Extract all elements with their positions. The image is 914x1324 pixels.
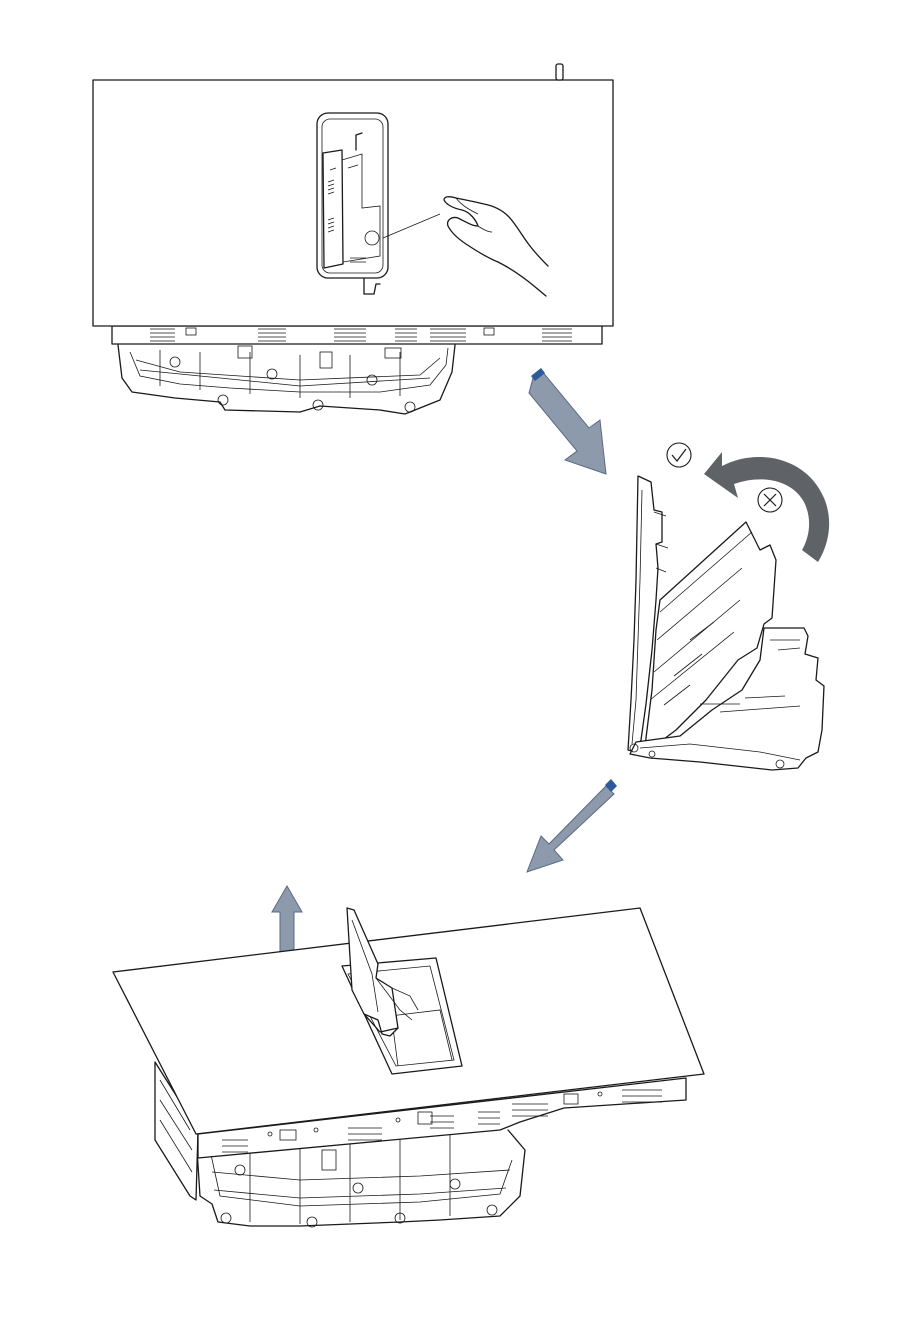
- hob-vent-strip: [112, 326, 602, 344]
- x-circle-icon: [758, 488, 782, 512]
- arrow-step-1-to-2: [529, 368, 606, 474]
- check-circle-icon: [667, 443, 691, 467]
- arrow-step-2-to-3: [527, 779, 617, 872]
- step-1-top-view: [93, 64, 613, 414]
- step-2-filter-tilt: [628, 443, 829, 770]
- hob-underside-housing: [118, 345, 455, 414]
- hob-post: [556, 64, 563, 80]
- filter-housing-top: [317, 113, 388, 294]
- step-3-perspective: [113, 908, 704, 1227]
